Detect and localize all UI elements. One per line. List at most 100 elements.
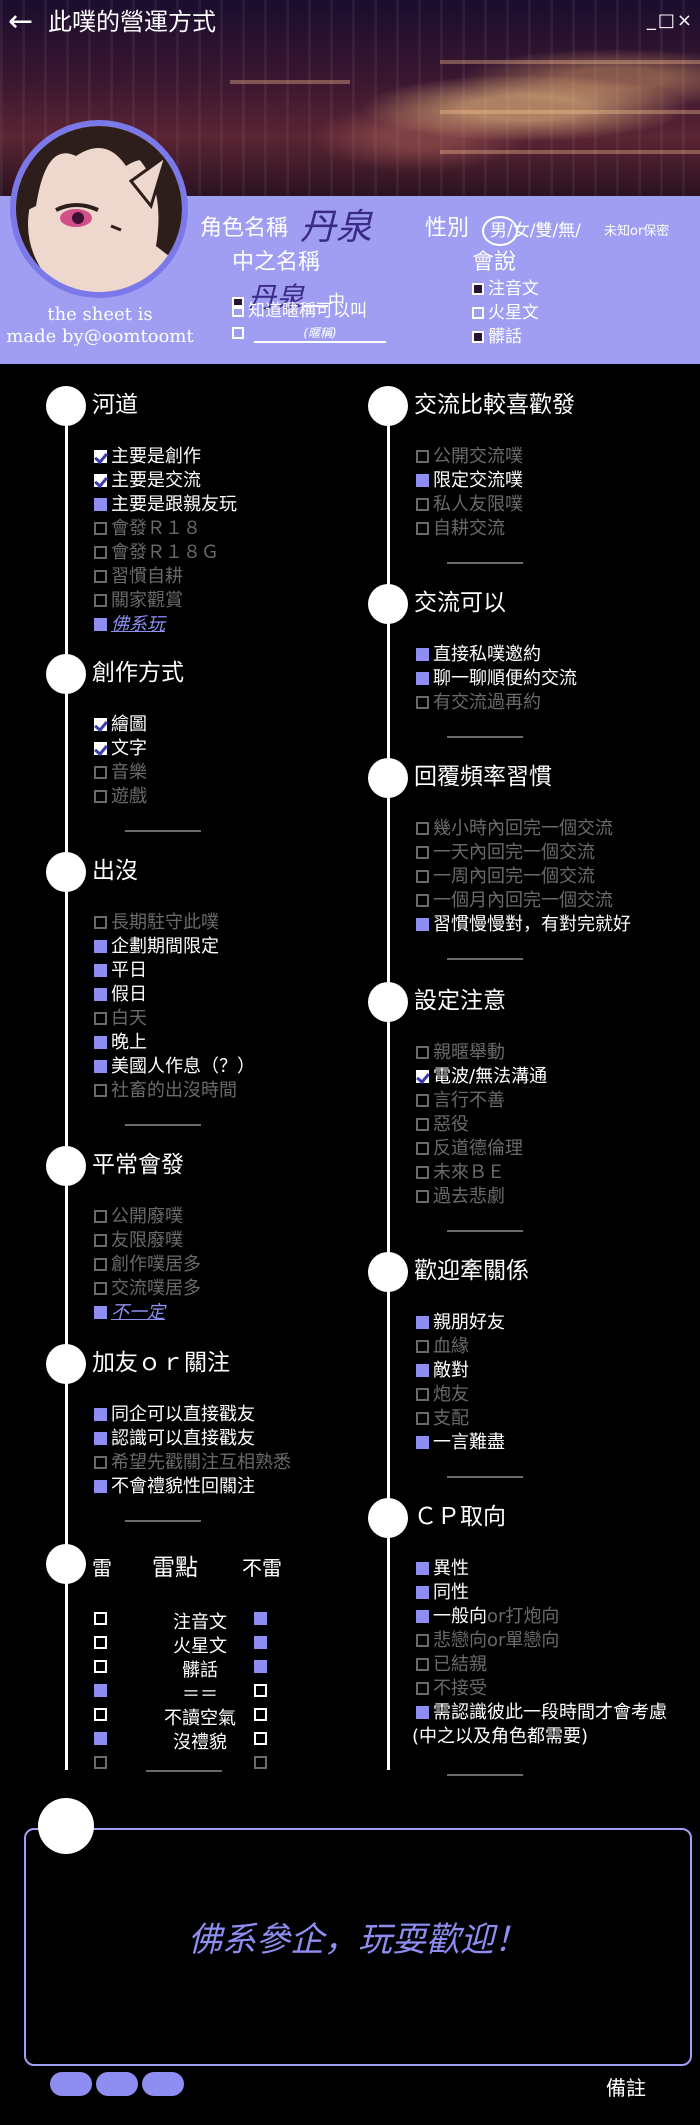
lang-zhuyin-checkbox[interactable] (472, 283, 484, 295)
pl-nickname-blank[interactable]: (暱稱) (254, 324, 386, 343)
create-option-0[interactable]: 繪圖 (94, 714, 147, 736)
relation-checkbox-2[interactable] (416, 1364, 429, 1377)
reply-blank-line[interactable] (447, 958, 523, 960)
reply-checkbox-4[interactable] (416, 918, 429, 931)
cp-checkbox-1[interactable] (416, 1586, 429, 1599)
friend-blank-option[interactable] (94, 1500, 201, 1522)
reply-blank-option[interactable] (416, 938, 523, 960)
comm_pref-option-3[interactable]: 自耕交流 (416, 518, 505, 540)
hedao-option-5[interactable]: 習慣自耕 (94, 566, 183, 588)
appear-checkbox-4[interactable] (94, 1012, 107, 1025)
caution-checkbox-1[interactable] (416, 1070, 429, 1083)
hedao-option-6[interactable]: 關家觀賞 (94, 590, 183, 612)
comm_pref-blank-checkbox[interactable] (416, 546, 429, 559)
thunder-ok-checkbox-1[interactable] (254, 1636, 267, 1649)
comm_pref-option-0[interactable]: 公開交流噗 (416, 446, 523, 468)
thunder-ok-checkbox-3[interactable] (254, 1684, 267, 1697)
post-option-4[interactable]: 不一定 (94, 1302, 165, 1324)
relation-checkbox-4[interactable] (416, 1412, 429, 1425)
friend-blank-line[interactable] (125, 1520, 201, 1522)
reply-checkbox-0[interactable] (416, 822, 429, 835)
create-option-2[interactable]: 音樂 (94, 762, 147, 784)
thunder-mine-checkbox-0[interactable] (94, 1612, 107, 1625)
appear-checkbox-2[interactable] (94, 964, 107, 977)
relation-checkbox-0[interactable] (416, 1316, 429, 1329)
appear-checkbox-0[interactable] (94, 916, 107, 929)
hedao-option-0[interactable]: 主要是創作 (94, 446, 201, 468)
cp-blank-line[interactable] (447, 1774, 523, 1776)
relation-checkbox-3[interactable] (416, 1388, 429, 1401)
comm_ok-option-2[interactable]: 有交流過再約 (416, 692, 541, 714)
create-blank-checkbox[interactable] (94, 814, 107, 827)
post-checkbox-0[interactable] (94, 1210, 107, 1223)
comm_ok-blank-checkbox[interactable] (416, 720, 429, 733)
post-option-2[interactable]: 創作噗居多 (94, 1254, 201, 1276)
create-option-1[interactable]: 文字 (94, 738, 147, 760)
create-checkbox-3[interactable] (94, 790, 107, 803)
comm_ok-checkbox-2[interactable] (416, 696, 429, 709)
caution-option-5[interactable]: 未來ＢＥ (416, 1162, 505, 1184)
hedao-checkbox-3[interactable] (94, 522, 107, 535)
relation-option-2[interactable]: 敵對 (416, 1360, 469, 1382)
comm_ok-checkbox-0[interactable] (416, 648, 429, 661)
appear-checkbox-5[interactable] (94, 1036, 107, 1049)
caution-checkbox-4[interactable] (416, 1142, 429, 1155)
caution-option-6[interactable]: 過去悲劇 (416, 1186, 505, 1208)
create-checkbox-2[interactable] (94, 766, 107, 779)
relation-option-0[interactable]: 親朋好友 (416, 1312, 505, 1334)
appear-checkbox-7[interactable] (94, 1084, 107, 1097)
hedao-option-2[interactable]: 主要是跟親友玩 (94, 494, 237, 516)
pill-button-2[interactable] (96, 2072, 138, 2096)
reply-option-2[interactable]: 一周內回完一個交流 (416, 866, 595, 888)
window-controls[interactable]: _□× (646, 10, 694, 31)
post-option-0[interactable]: 公開廢噗 (94, 1206, 183, 1228)
create-checkbox-1[interactable] (94, 742, 107, 755)
thunder-ok-checkbox-2[interactable] (254, 1660, 267, 1673)
thunder-ok-checkbox-5[interactable] (254, 1732, 267, 1745)
friend-option-1[interactable]: 認識可以直接戳友 (94, 1428, 255, 1450)
hedao-checkbox-5[interactable] (94, 570, 107, 583)
cp-checkbox-0[interactable] (416, 1562, 429, 1575)
relation-checkbox-5[interactable] (416, 1436, 429, 1449)
thunder-blank-ok-checkbox[interactable] (254, 1756, 267, 1769)
cp-blank-checkbox[interactable] (416, 1758, 429, 1771)
cp-checkbox-2[interactable] (416, 1610, 429, 1623)
thunder-mine-checkbox-4[interactable] (94, 1708, 107, 1721)
pl-nickname-row[interactable]: 知道暱稱可以叫 (232, 296, 367, 321)
comm_pref-blank-line[interactable] (447, 562, 523, 564)
comm_pref-checkbox-0[interactable] (416, 450, 429, 463)
caution-checkbox-2[interactable] (416, 1094, 429, 1107)
hedao-checkbox-7[interactable] (94, 618, 107, 631)
cp-checkbox-3[interactable] (416, 1634, 429, 1647)
reply-option-0[interactable]: 幾小時內回完一個交流 (416, 818, 613, 840)
caution-blank-checkbox[interactable] (416, 1214, 429, 1227)
appear-option-1[interactable]: 企劃期間限定 (94, 936, 219, 958)
comm_pref-option-1[interactable]: 限定交流噗 (416, 470, 523, 492)
post-option-3[interactable]: 交流噗居多 (94, 1278, 201, 1300)
thunder-mine-checkbox-2[interactable] (94, 1660, 107, 1673)
cp-checkbox-4[interactable] (416, 1658, 429, 1671)
comm_ok-checkbox-1[interactable] (416, 672, 429, 685)
caution-blank-option[interactable] (416, 1210, 523, 1232)
friend-checkbox-3[interactable] (94, 1480, 107, 1493)
lang-option-zhuyin[interactable]: 注音文 (472, 274, 539, 299)
relation-option-1[interactable]: 血緣 (416, 1336, 469, 1358)
relation-blank-checkbox[interactable] (416, 1460, 429, 1473)
thunder-mine-checkbox-3[interactable] (94, 1684, 107, 1697)
friend-option-0[interactable]: 同企可以直接戳友 (94, 1404, 255, 1426)
comm_pref-option-2[interactable]: 私人友限噗 (416, 494, 523, 516)
reply-checkbox-3[interactable] (416, 894, 429, 907)
relation-blank-line[interactable] (447, 1476, 523, 1478)
reply-option-4[interactable]: 習慣慢慢對，有對完就好 (416, 914, 631, 936)
friend-checkbox-0[interactable] (94, 1408, 107, 1421)
lang-martian-checkbox[interactable] (472, 307, 484, 319)
caution-checkbox-0[interactable] (416, 1046, 429, 1059)
pill-button-1[interactable] (50, 2072, 92, 2096)
appear-option-6[interactable]: 美國人作息（？） (94, 1056, 255, 1078)
cp-checkbox-5[interactable] (416, 1682, 429, 1695)
thunder-blank-mine-checkbox[interactable] (94, 1756, 107, 1769)
pl-nickname-checkbox[interactable] (232, 305, 244, 317)
appear-blank-line[interactable] (125, 1124, 201, 1126)
caution-option-3[interactable]: 惡役 (416, 1114, 469, 1136)
back-arrow-icon[interactable]: ← (8, 4, 34, 39)
